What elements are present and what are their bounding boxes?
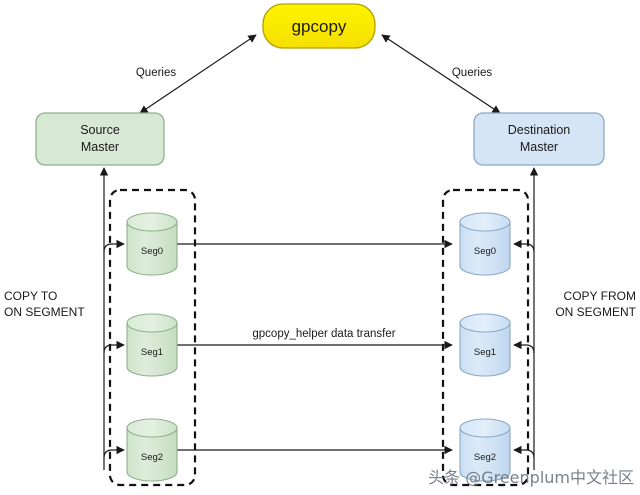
source-seg2-cylinder-top — [126, 418, 178, 438]
copy-from-branch-seg2 — [513, 445, 535, 459]
copy-from-annotation-line1: COPY FROM — [564, 289, 636, 303]
destination-seg1-cylinder-top — [459, 313, 511, 333]
copy-to-branch-seg2 — [103, 445, 125, 459]
gpcopy-node-label: gpcopy — [292, 17, 347, 36]
source-seg0-label: Seg0 — [141, 246, 163, 257]
destination-master-node[interactable]: Destination Master — [473, 112, 605, 166]
source-seg2-cylinder-body — [126, 427, 178, 482]
destination-seg0-label: Seg0 — [474, 246, 496, 257]
source-master-node[interactable]: Source Master — [35, 112, 165, 166]
queries-arrow-left — [139, 34, 257, 114]
copy-to-branch-seg0 — [103, 239, 125, 253]
source-segment-seg1[interactable]: Seg1 — [126, 313, 178, 377]
queries-label-left: Queries — [136, 67, 177, 79]
copy-to-annotation-line1: COPY TO — [4, 289, 57, 303]
source-seg1-cylinder-top — [126, 313, 178, 333]
destination-seg0-cylinder-body — [459, 221, 511, 276]
destination-segment-seg2[interactable]: Seg2 — [459, 418, 511, 482]
source-segment-seg2[interactable]: Seg2 — [126, 418, 178, 482]
destination-seg2-cylinder-top — [459, 418, 511, 438]
source-seg2-label: Seg2 — [141, 452, 163, 463]
destination-seg0-cylinder-top — [459, 212, 511, 232]
source-seg0-cylinder-body — [126, 221, 178, 276]
destination-seg2-label: Seg2 — [474, 452, 496, 463]
data-transfer-label: gpcopy_helper data transfer — [252, 328, 395, 340]
copy-from-annotation-line2: ON SEGMENT — [555, 305, 636, 319]
destination-seg1-cylinder-body — [459, 322, 511, 377]
destination-segment-group-box — [441, 188, 530, 487]
destination-seg2-cylinder-body — [459, 427, 511, 482]
source-seg1-cylinder-body — [126, 322, 178, 377]
copy-from-branch-seg0 — [513, 239, 535, 253]
source-master-label-line1: Source — [80, 123, 120, 137]
source-seg0-cylinder-top — [126, 212, 178, 232]
source-segment-group-box — [108, 188, 197, 487]
destination-seg1-label: Seg1 — [474, 347, 496, 358]
destination-master-label-line1: Destination — [508, 123, 571, 137]
queries-label-right: Queries — [452, 67, 493, 79]
destination-master-label-line2: Master — [520, 140, 558, 154]
source-seg1-label: Seg1 — [141, 347, 163, 358]
destination-segment-seg0[interactable]: Seg0 — [459, 212, 511, 276]
source-master-label-line2: Master — [81, 140, 119, 154]
copy-to-branch-seg1 — [103, 340, 125, 354]
destination-segment-seg1[interactable]: Seg1 — [459, 313, 511, 377]
queries-arrow-right — [381, 34, 501, 114]
copy-from-branch-seg1 — [513, 340, 535, 354]
gpcopy-node[interactable]: gpcopy — [262, 3, 376, 49]
watermark-label: 头条 @Greenplum中文社区 — [428, 468, 634, 487]
gpcopy-node-shape — [262, 3, 376, 49]
copy-to-annotation-line2: ON SEGMENT — [4, 305, 85, 319]
destination-master-node-shape — [473, 112, 605, 166]
source-master-node-shape — [35, 112, 165, 166]
source-segment-seg0[interactable]: Seg0 — [126, 212, 178, 276]
